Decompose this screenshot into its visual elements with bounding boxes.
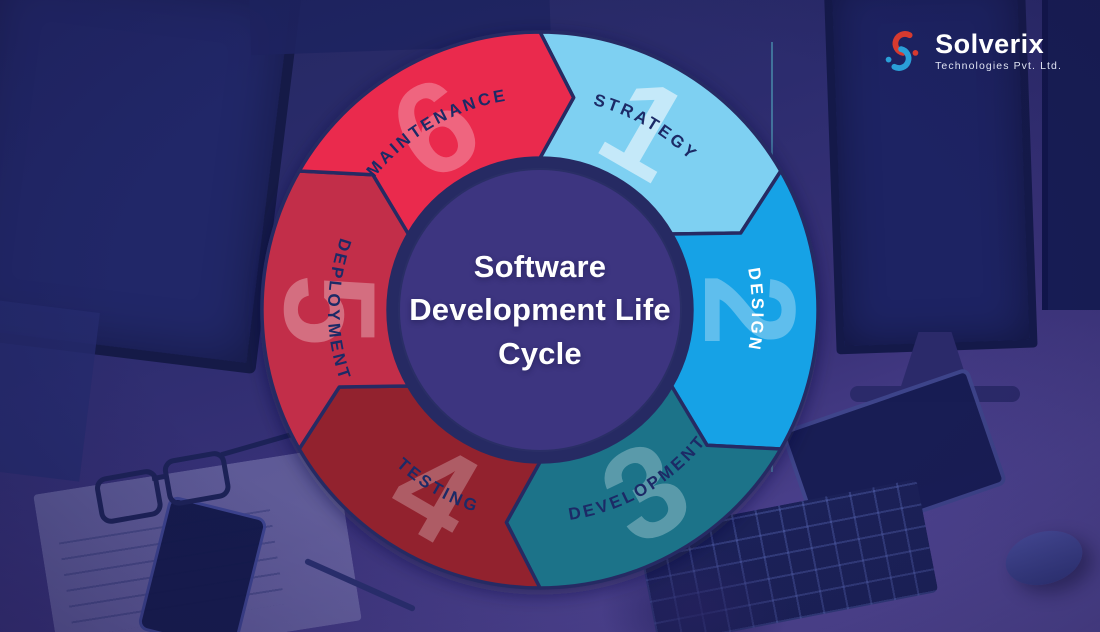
logo-tagline: Technologies Pvt. Ltd. <box>935 60 1062 73</box>
wheel-center-title: Software Development Life Cycle <box>409 248 671 371</box>
logo-text: Solverix Technologies Pvt. Ltd. <box>935 28 1062 73</box>
background-monitor-far-right <box>1042 0 1100 310</box>
solverix-logo-icon <box>885 31 919 71</box>
logo: Solverix Technologies Pvt. Ltd. <box>879 28 1062 74</box>
logo-name: Solverix <box>935 28 1045 59</box>
